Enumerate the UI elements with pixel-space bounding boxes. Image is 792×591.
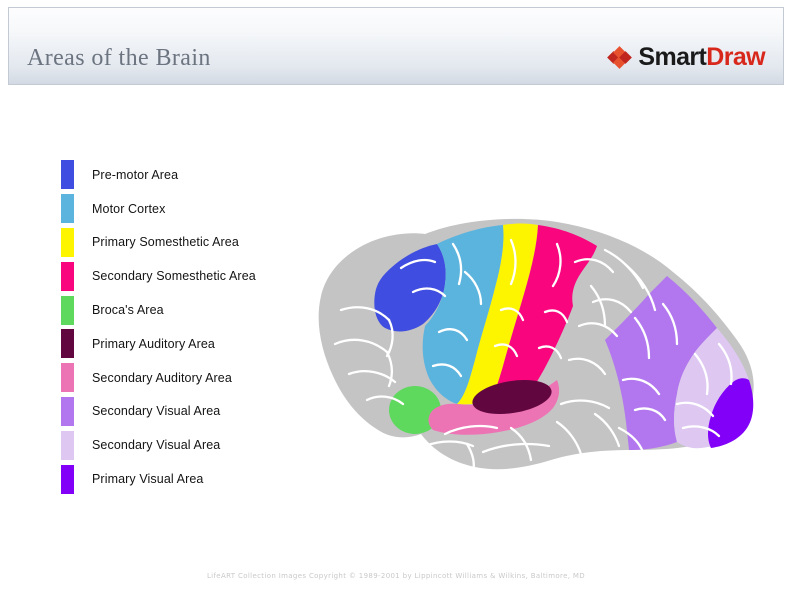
- brain-regions: [374, 223, 754, 450]
- legend-item-label: Pre-motor Area: [92, 167, 179, 182]
- legend-swatch: [61, 363, 74, 393]
- legend-swatch: [61, 261, 74, 291]
- header-bar: Areas of the Brain SmartDraw: [8, 7, 784, 85]
- legend-swatch: [61, 329, 74, 359]
- legend-swatch: [61, 396, 74, 426]
- page-title: Areas of the Brain: [27, 45, 211, 71]
- legend-item-secondary-visual-area-light[interactable]: Secondary Visual Area: [61, 428, 311, 462]
- region-pre-motor-area[interactable]: [374, 244, 446, 332]
- brain-sulci: [333, 238, 733, 474]
- brand-smart-text: Smart: [638, 43, 707, 71]
- legend-swatch: [61, 194, 74, 224]
- legend-swatch: [61, 430, 74, 460]
- legend-item-label: Primary Visual Area: [92, 472, 204, 487]
- legend-item-label: Primary Somesthetic Area: [92, 235, 239, 250]
- legend-swatch: [61, 464, 74, 494]
- legend-item-brocas-area[interactable]: Broca's Area: [61, 293, 311, 327]
- smartdraw-diamond-icon: [607, 45, 633, 69]
- legend-item-label: Broca's Area: [92, 303, 164, 318]
- legend: Pre-motor Area Motor Cortex Primary Some…: [61, 158, 311, 496]
- region-brocas-area[interactable]: [389, 386, 441, 434]
- region-primary-somesthetic-area[interactable]: [457, 223, 538, 405]
- brand-draw-text: Draw: [706, 43, 765, 71]
- legend-item-primary-auditory-area[interactable]: Primary Auditory Area: [61, 327, 311, 361]
- region-primary-visual-area[interactable]: [708, 378, 754, 448]
- lateral-brain-diagram: [305, 214, 765, 504]
- region-motor-cortex[interactable]: [422, 225, 504, 404]
- legend-swatch: [61, 227, 74, 257]
- legend-item-label: Primary Auditory Area: [92, 336, 215, 351]
- legend-item-pre-motor-area[interactable]: Pre-motor Area: [61, 158, 311, 192]
- legend-swatch: [61, 160, 74, 190]
- legend-item-label: Secondary Visual Area: [92, 438, 221, 453]
- region-secondary-visual-area-dark[interactable]: [605, 276, 717, 450]
- region-primary-auditory-area[interactable]: [470, 375, 554, 419]
- legend-swatch: [61, 295, 74, 325]
- legend-item-secondary-somesthetic-area[interactable]: Secondary Somesthetic Area: [61, 259, 311, 293]
- legend-item-secondary-visual-area-dark[interactable]: Secondary Visual Area: [61, 395, 311, 429]
- legend-item-label: Motor Cortex: [92, 201, 166, 216]
- legend-item-label: Secondary Somesthetic Area: [92, 269, 256, 284]
- legend-item-secondary-auditory-area[interactable]: Secondary Auditory Area: [61, 361, 311, 395]
- smartdraw-logo[interactable]: SmartDraw: [607, 45, 766, 74]
- legend-item-label: Secondary Visual Area: [92, 404, 221, 419]
- legend-item-primary-visual-area[interactable]: Primary Visual Area: [61, 462, 311, 496]
- legend-item-motor-cortex[interactable]: Motor Cortex: [61, 192, 311, 226]
- legend-item-label: Secondary Auditory Area: [92, 370, 232, 385]
- copyright-credit: LifeART Collection Images Copyright © 19…: [206, 572, 586, 580]
- brand-wordmark: SmartDraw: [638, 45, 765, 70]
- legend-item-primary-somesthetic-area[interactable]: Primary Somesthetic Area: [61, 226, 311, 260]
- region-secondary-somesthetic-area[interactable]: [491, 225, 597, 403]
